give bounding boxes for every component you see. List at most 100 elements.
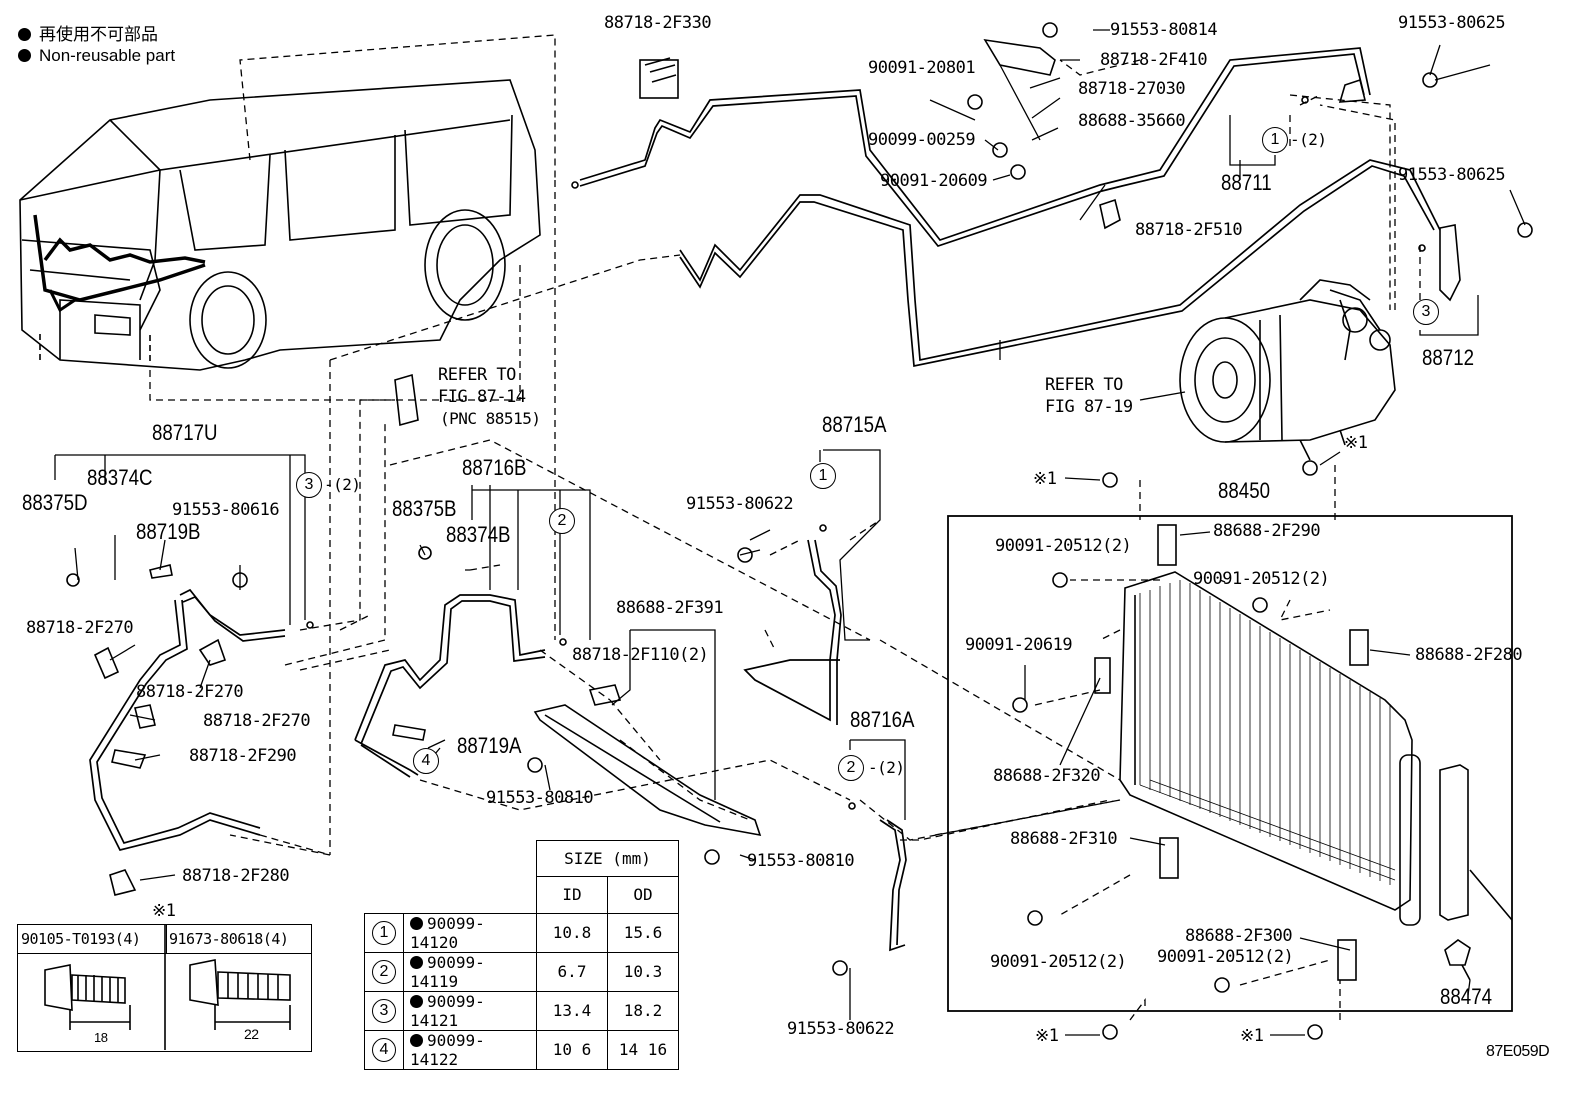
label-88715A: 88715A xyxy=(822,412,887,437)
label-88374C: 88374C xyxy=(87,465,153,490)
size-table-header: SIZE (mm) xyxy=(536,840,679,877)
label-88375D: 88375D xyxy=(22,490,88,515)
row-number: 2 xyxy=(372,959,396,984)
row-id: 10 6 xyxy=(536,1029,608,1070)
row-number: 1 xyxy=(372,920,396,945)
qty-callout-2: -(2) xyxy=(868,758,905,777)
fastener-detail-art xyxy=(44,924,291,1050)
label-88688-2F310: 88688-2F310 xyxy=(1010,829,1118,849)
row-od: 15.6 xyxy=(607,912,679,953)
row-id: 13.4 xyxy=(536,990,608,1031)
label-88717U: 88717U xyxy=(152,420,218,445)
row-part-number: 90099-14120 xyxy=(410,913,485,952)
label-88711: 88711 xyxy=(1221,170,1272,195)
label-88716A: 88716A xyxy=(850,707,915,732)
bullet-icon xyxy=(18,49,31,62)
label-88719B: 88719B xyxy=(136,519,201,544)
label-91553-80810-a: 91553-80810 xyxy=(486,788,594,808)
label-88718-2F510: 88718-2F510 xyxy=(1135,220,1243,240)
label-91553-80625-right: 91553-80625 xyxy=(1398,165,1506,185)
label-88688-2F391: 88688-2F391 xyxy=(616,598,724,618)
non-reusable-dot-icon xyxy=(410,916,423,930)
callout-circle-3: 3 xyxy=(1413,299,1439,325)
label-90091-20512-b: 90091-20512(2) xyxy=(1193,569,1330,589)
label-91553-80625-top: 91553-80625 xyxy=(1398,13,1506,33)
row-number: 4 xyxy=(372,1037,396,1062)
label-88688-2F280: 88688-2F280 xyxy=(1415,645,1523,665)
fastener-left-length: 18 xyxy=(94,1030,108,1045)
label-91553-80616: 91553-80616 xyxy=(172,500,280,520)
label-88718-27030: 88718-27030 xyxy=(1078,79,1186,99)
callout-circle-2-lower: 2 xyxy=(838,755,864,781)
label-88688-2F320: 88688-2F320 xyxy=(993,766,1101,786)
callout-circle-2: 2 xyxy=(549,508,575,534)
label-88718-2F270-b: 88718-2F270 xyxy=(136,682,244,702)
label-88718-2F270-a: 88718-2F270 xyxy=(26,618,134,638)
table-row: 4 90099-14122 10 6 14 16 xyxy=(364,1029,679,1070)
callout-brackets xyxy=(54,29,1526,1036)
row-od: 14 16 xyxy=(607,1029,679,1070)
label-88718-2F410: 88718-2F410 xyxy=(1100,50,1208,70)
label-90091-20512-c: 90091-20512(2) xyxy=(990,952,1127,972)
row-id: 10.8 xyxy=(536,912,608,953)
fastener-detail-box: 90105-T0193(4) 91673-80618(4) 18 22 xyxy=(17,924,312,1052)
label-88718-2F270-c: 88718-2F270 xyxy=(203,711,311,731)
note-mark-x1-bottom-left: ※1 xyxy=(1035,1026,1059,1046)
figure-code: 87E059D xyxy=(1486,1043,1550,1060)
callout-circle-4: 4 xyxy=(413,748,439,774)
size-table-col-od: OD xyxy=(607,876,679,914)
note-mark-x1-bottom-right: ※1 xyxy=(1240,1026,1264,1046)
compressor-illustration xyxy=(1179,279,1396,461)
size-table-col-id: ID xyxy=(536,876,608,914)
label-88718-2F280: 88718-2F280 xyxy=(182,866,290,886)
label-88719A: 88719A xyxy=(457,733,522,758)
legend-english: Non-reusable part xyxy=(18,46,175,66)
label-91553-80810-b: 91553-80810 xyxy=(747,851,855,871)
row-od: 18.2 xyxy=(607,990,679,1031)
label-refer-87-14-line1: REFER TO xyxy=(438,365,516,385)
condenser-illustration xyxy=(947,515,1513,1012)
fastener-right-length: 22 xyxy=(244,1026,259,1042)
legend-japanese-text: 再使用不可部品 xyxy=(39,25,158,44)
label-88688-2F290: 88688-2F290 xyxy=(1213,521,1321,541)
table-row: 3 90099-14121 13.4 18.2 xyxy=(364,990,679,1031)
label-refer-87-19-line1: REFER TO xyxy=(1045,375,1123,395)
label-88688-35660: 88688-35660 xyxy=(1078,111,1186,131)
label-91553-80814: 91553-80814 xyxy=(1110,20,1218,40)
row-part-number: 90099-14121 xyxy=(410,991,485,1030)
label-88375B: 88375B xyxy=(392,496,457,521)
non-reusable-dot-icon xyxy=(410,994,423,1008)
table-row: 1 90099-14120 10.8 15.6 xyxy=(364,912,679,953)
label-90091-20512-d: 90091-20512(2) xyxy=(1157,947,1294,967)
label-88374B: 88374B xyxy=(446,522,511,547)
label-90091-20619: 90091-20619 xyxy=(965,635,1073,655)
label-90091-20801: 90091-20801 xyxy=(868,58,976,78)
label-refer-87-19-line2: FIG 87-19 xyxy=(1045,397,1133,417)
table-row: 2 90099-14119 6.7 10.3 xyxy=(364,951,679,992)
legend-japanese: 再使用不可部品 xyxy=(18,20,158,45)
label-88450: 88450 xyxy=(1218,478,1271,503)
refrigerant-pipes xyxy=(89,47,1441,952)
row-part-number: 90099-14119 xyxy=(410,952,485,991)
legend-english-text: Non-reusable part xyxy=(39,46,176,65)
non-reusable-dot-icon xyxy=(410,1033,423,1047)
callout-circle-1-mid: 1 xyxy=(810,463,836,489)
label-88718-2F110: 88718-2F110(2) xyxy=(572,645,709,665)
label-refer-87-14-line2: FIG 87-14 xyxy=(438,387,526,407)
note-mark-x1-top: ※1 xyxy=(1344,433,1368,453)
row-od: 10.3 xyxy=(607,951,679,992)
leader-lines xyxy=(149,34,1421,1021)
fastener-right-header: 91673-80618(4) xyxy=(166,925,311,954)
label-88688-2F300: 88688-2F300 xyxy=(1185,926,1293,946)
row-number: 3 xyxy=(372,998,396,1023)
label-refer-87-14-line3: (PNC 88515) xyxy=(440,409,541,428)
qty-callout-1: -(2) xyxy=(1290,130,1327,149)
fastener-glyphs xyxy=(66,22,1533,1040)
label-91553-80622-bottom: 91553-80622 xyxy=(787,1019,895,1039)
note-mark-x1-fasteners: ※1 xyxy=(152,901,176,921)
label-90091-20609: 90091-20609 xyxy=(880,171,988,191)
label-88718-2F290: 88718-2F290 xyxy=(189,746,297,766)
fastener-left-header: 90105-T0193(4) xyxy=(18,925,167,954)
callout-circle-1: 1 xyxy=(1262,127,1288,153)
